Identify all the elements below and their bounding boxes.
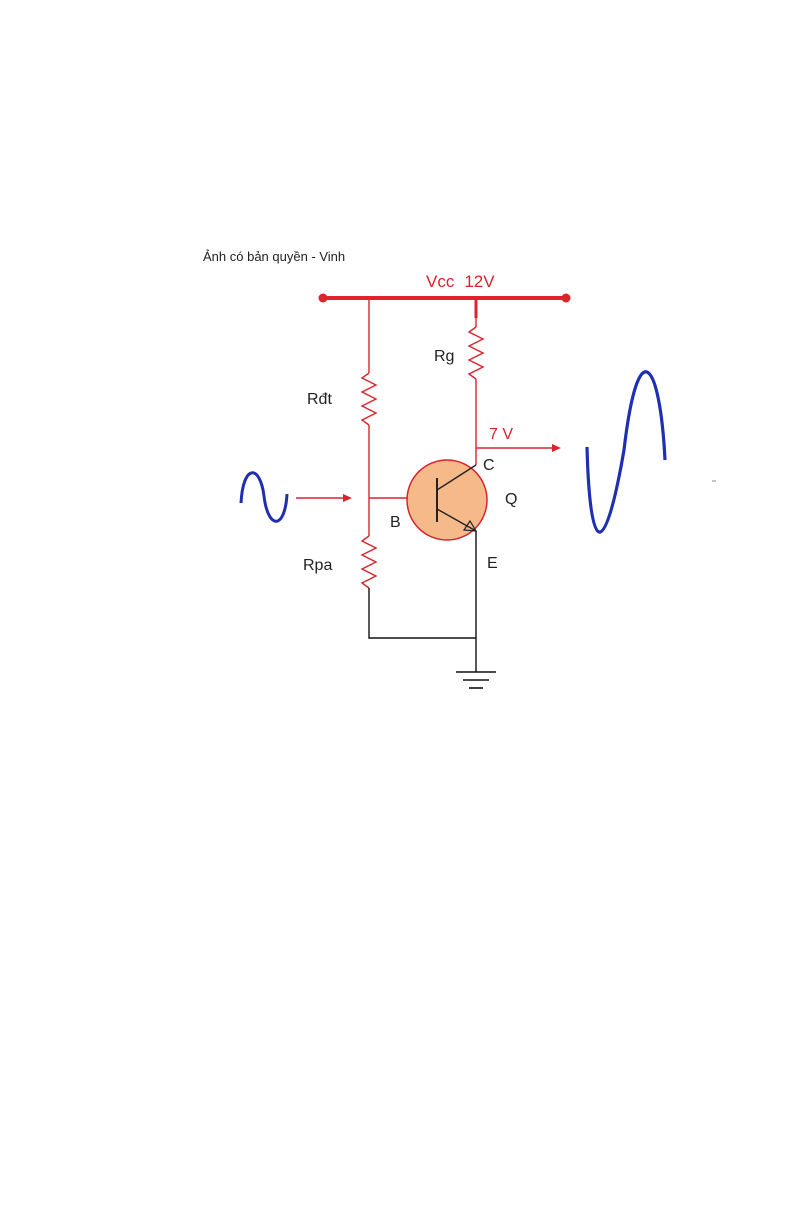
ground-wires <box>369 531 476 672</box>
resistor-rdt-symbol <box>362 373 376 425</box>
transistor-q-symbol <box>407 460 487 540</box>
transistor-name-label: Q <box>505 491 517 508</box>
ground-symbol <box>456 672 496 688</box>
base-label: B <box>390 514 401 531</box>
input-sine-wave <box>241 473 287 521</box>
resistor-rg-symbol <box>469 327 483 379</box>
resistor-rpa-label: Rpa <box>303 557 332 574</box>
copyright-caption: Ảnh có bản quyền - Vinh <box>203 249 345 264</box>
resistor-rg-label: Rg <box>434 348 454 365</box>
output-sine-wave <box>587 372 665 532</box>
output-voltage-label: 7 V <box>489 426 513 443</box>
resistor-rdt-label: Rđt <box>307 391 332 408</box>
output-arrow <box>476 444 561 452</box>
collector-label: C <box>483 457 495 474</box>
vcc-rail <box>319 294 571 303</box>
resistor-rpa-symbol <box>362 536 376 588</box>
emitter-label: E <box>487 555 498 572</box>
